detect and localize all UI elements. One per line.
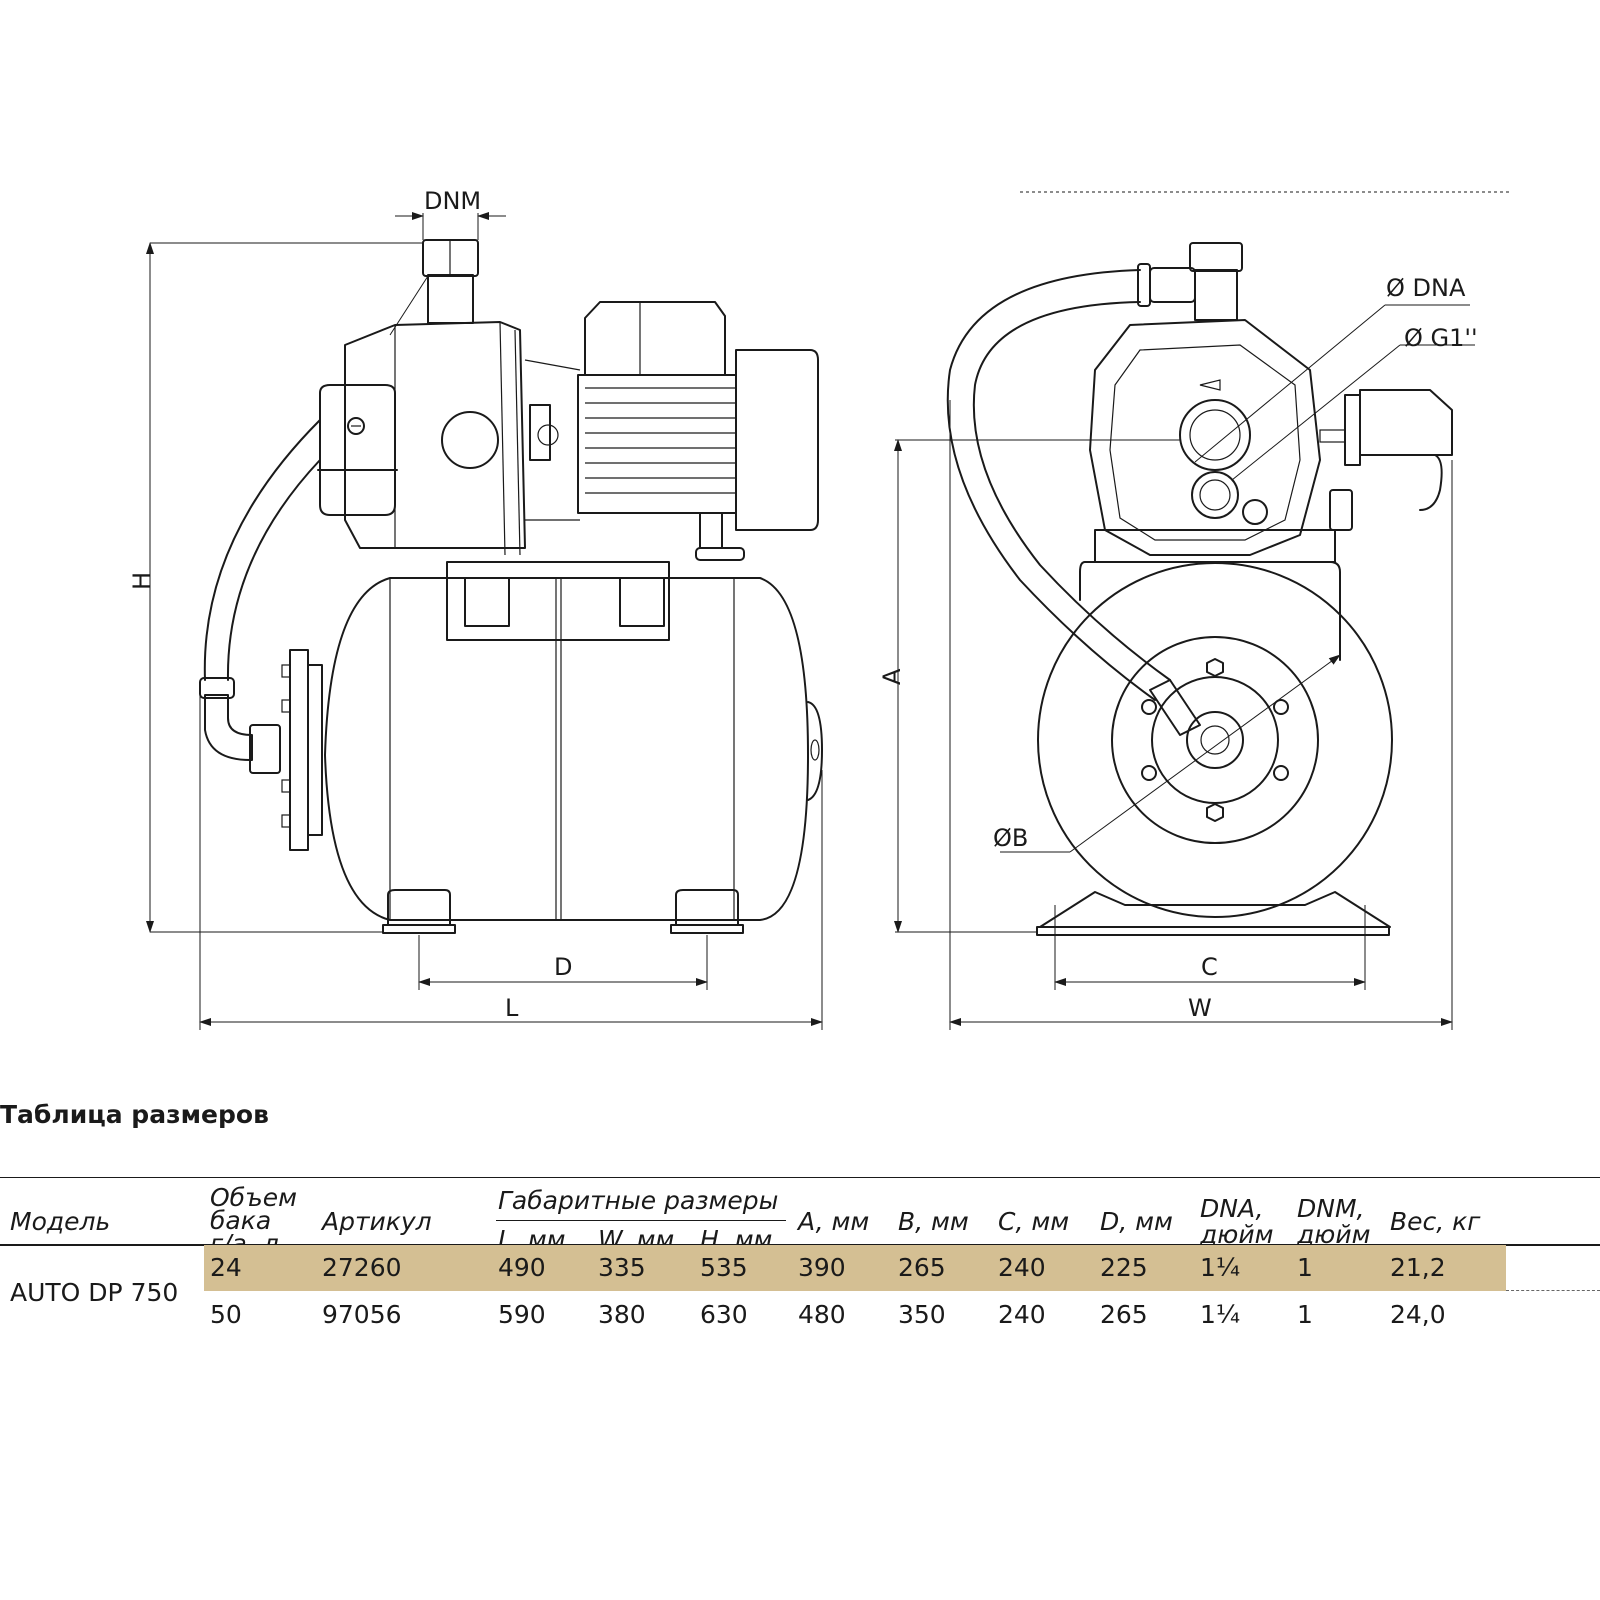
cell-c: 240	[998, 1253, 1046, 1282]
cell-dna: 1¼	[1200, 1253, 1241, 1282]
cell-dna: 1¼	[1200, 1300, 1241, 1329]
tank-front	[1036, 561, 1393, 936]
cell-l: 590	[498, 1300, 546, 1329]
label-dnm: DNM	[424, 187, 481, 215]
front-dimensions: Ø DNA Ø G1'' A ØB C W	[878, 274, 1478, 1030]
cell-b: 350	[898, 1300, 946, 1329]
label-g1: Ø G1''	[1404, 324, 1478, 352]
cell-w: 335	[598, 1253, 646, 1282]
label-d: D	[554, 953, 572, 981]
pump-housing-front	[1089, 242, 1453, 563]
pump-dimension-drawing: DNM H D L	[128, 187, 1510, 1030]
header-weight: Вес, кг	[1390, 1207, 1481, 1236]
overall-sizes-rule	[496, 1220, 786, 1221]
header-overall-sizes: Габаритные размеры	[498, 1186, 779, 1215]
header-c: C, мм	[998, 1207, 1070, 1236]
cell-d: 225	[1100, 1253, 1148, 1282]
label-l: L	[505, 994, 519, 1022]
cell-article: 27260	[322, 1253, 402, 1282]
cell-model: AUTO DP 750	[10, 1278, 179, 1307]
cell-a: 480	[798, 1300, 846, 1329]
header-b: B, мм	[898, 1207, 969, 1236]
cell-c: 240	[998, 1300, 1046, 1329]
cell-h: 535	[700, 1253, 748, 1282]
cell-volume: 50	[210, 1300, 242, 1329]
header-dnm: DNM, дюйм	[1297, 1194, 1371, 1249]
hose-side	[203, 419, 321, 681]
label-c: C	[1201, 953, 1218, 981]
cell-weight: 21,2	[1390, 1253, 1446, 1282]
side-view: DNM H D L	[128, 187, 823, 1030]
cell-dnm: 1	[1297, 1300, 1313, 1329]
tank-side	[324, 577, 823, 921]
pump-bracket	[446, 561, 670, 641]
table-top-rule	[0, 1177, 1600, 1178]
cell-a: 390	[798, 1253, 846, 1282]
tank-flange	[199, 649, 323, 851]
cell-weight: 24,0	[1390, 1300, 1446, 1329]
label-b: ØB	[993, 824, 1028, 852]
label-a: A	[878, 668, 906, 685]
header-d: D, мм	[1100, 1207, 1173, 1236]
label-dna: Ø DNA	[1386, 274, 1466, 302]
cell-d: 265	[1100, 1300, 1148, 1329]
cell-w: 380	[598, 1300, 646, 1329]
cell-volume: 24	[210, 1253, 242, 1282]
cell-article: 97056	[322, 1300, 402, 1329]
cell-b: 265	[898, 1253, 946, 1282]
cell-l: 490	[498, 1253, 546, 1282]
cell-dnm: 1	[1297, 1253, 1313, 1282]
side-dimensions: DNM H D L	[128, 187, 823, 1030]
table-title: Таблица размеров	[0, 1100, 269, 1129]
header-article: Артикул	[322, 1207, 432, 1236]
pump-housing-side	[317, 239, 581, 556]
label-h: H	[128, 572, 156, 590]
label-w: W	[1188, 994, 1212, 1022]
tank-feet	[382, 889, 744, 934]
header-a: A, мм	[798, 1207, 870, 1236]
row-dashed-rule	[1506, 1290, 1600, 1291]
header-dna: DNA, дюйм	[1200, 1194, 1274, 1249]
row-highlight	[204, 1245, 1506, 1291]
header-model: Модель	[10, 1207, 111, 1236]
front-view: Ø DNA Ø G1'' A ØB C W	[878, 191, 1510, 1030]
cell-h: 630	[700, 1300, 748, 1329]
motor-side	[529, 301, 819, 561]
hose-front	[946, 269, 1201, 736]
